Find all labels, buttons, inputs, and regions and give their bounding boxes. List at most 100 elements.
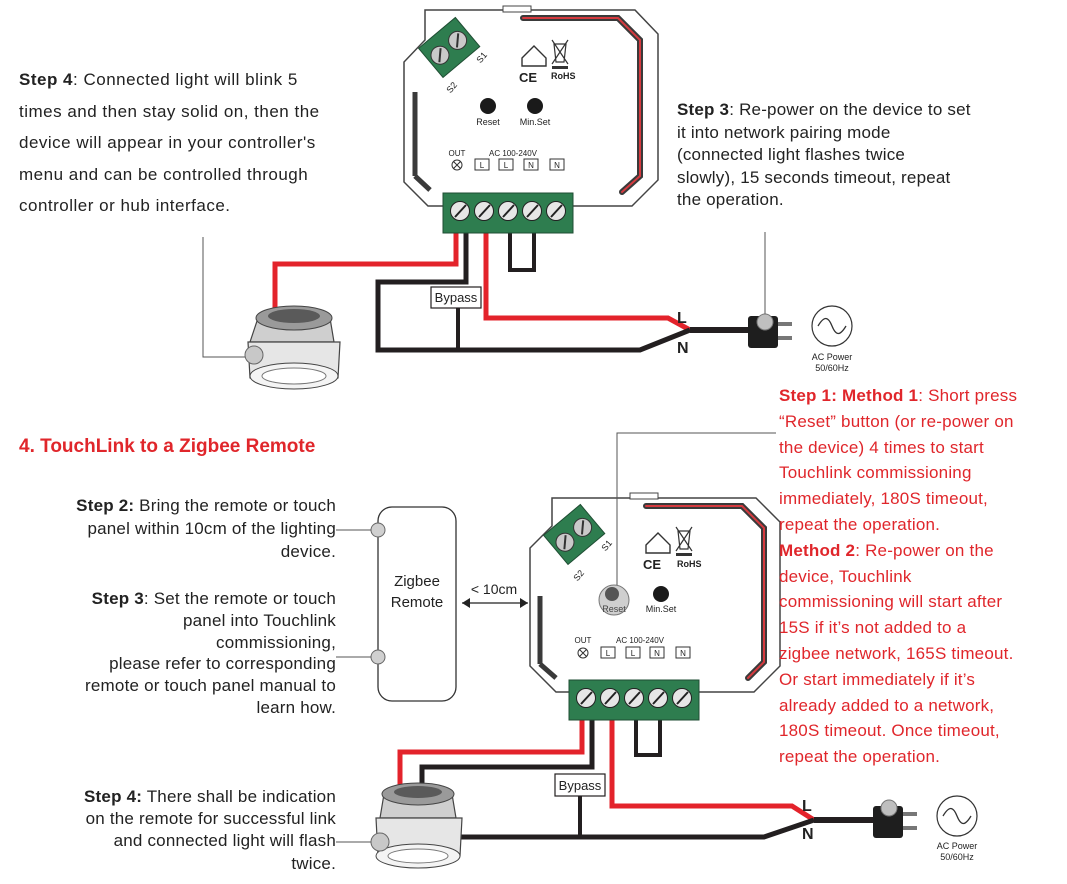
bottom-light-bulb-icon	[370, 782, 463, 869]
bottom-step4-text: Step 4: There shall be indication on the…	[20, 786, 336, 875]
top-step4-line-3: device will appear in your controller's	[19, 133, 316, 152]
step1-reset-pointer	[616, 432, 776, 585]
bottom-home-icon	[645, 532, 671, 554]
top-wiring	[272, 233, 755, 353]
top-step4-line-5: controller or hub interface.	[19, 196, 231, 215]
top-home-icon	[521, 45, 547, 67]
remote-label-line2: Remote	[391, 594, 444, 611]
bottom-terminal-n2: N	[680, 649, 686, 658]
step1-method1-line-2: “Reset” button (or re-power on	[779, 411, 1014, 431]
top-s-terminal	[417, 16, 481, 79]
step1-method2-line-5: zigbee network, 165S timeout.	[779, 643, 1014, 663]
step1-method1-label: Step 1: Method 1	[779, 386, 919, 405]
distance-label: < 10cm	[471, 581, 517, 597]
step1-method1-line-6: repeat the operation.	[779, 514, 941, 534]
bottom-rohs-mark: RoHS	[677, 559, 702, 569]
bottom-minset-label: Min.Set	[646, 604, 677, 614]
bottom-red-wire-light	[397, 720, 585, 790]
top-terminal-n1: N	[528, 161, 534, 170]
bottom-step3-line-4: please refer to corresponding	[109, 654, 336, 674]
top-minset-label: Min.Set	[520, 117, 551, 127]
zigbee-remote-box	[377, 506, 457, 702]
top-ac-power-icon	[811, 305, 853, 347]
bottom-ce-mark: CE	[643, 557, 661, 572]
step1-method1-line-5: immediately, 180S timeout,	[779, 489, 988, 509]
bottom-step2-line-2: panel within 10cm of the lighting	[87, 519, 336, 539]
bottom-terminal-n1: N	[654, 649, 660, 658]
top-ac-power-label: AC Power	[812, 352, 853, 362]
bottom-black-wire-light	[419, 720, 815, 840]
bottom-weee-icon	[675, 526, 693, 552]
top-step3-label: Step 3	[677, 100, 730, 119]
bottom-step4-line-2: on the remote for successful link	[85, 809, 336, 829]
bottom-step3-text: Step 3: Set the remote or touch panel in…	[20, 588, 336, 719]
top-bypass-label: Bypass	[435, 290, 478, 305]
bottom-terminal-l2: L	[631, 649, 636, 658]
bottom-ac-power-label: AC Power	[937, 841, 978, 851]
top-step3-text: Step 3: Re-power on the device to set it…	[677, 99, 1047, 212]
step1-method2-line-1: : Re-power on the	[855, 540, 994, 560]
top-step3-line-5: the operation.	[677, 190, 784, 209]
top-step3-line-4: slowly), 15 seconds timeout, repeat	[677, 167, 951, 187]
top-step4-line-4: menu and can be controlled through	[19, 164, 309, 184]
bottom-step2-line-3: device.	[280, 542, 336, 562]
bottom-ac-range-label: AC 100-240V	[616, 636, 665, 645]
top-step4-pointer	[202, 237, 245, 358]
step1-text: Step 1: Method 1: Short press “Reset” bu…	[779, 383, 1064, 770]
bottom-ac-freq-label: 50/60Hz	[940, 852, 974, 862]
step1-method2-line-3: commissioning will start after	[779, 592, 1003, 612]
step1-method2-line-8: 180S timeout. Once timeout,	[779, 721, 1000, 741]
top-out-label: OUT	[449, 149, 466, 158]
top-neutral-label: N	[677, 340, 689, 357]
bottom-step3-line-1: : Set the remote or touch	[143, 589, 336, 608]
bottom-reset-label: Reset	[602, 604, 626, 614]
bottom-step4-line-3: and connected light will flash	[113, 831, 336, 851]
remote-pointer-dot-1	[370, 522, 386, 538]
bottom-step2-label: Step 2:	[76, 496, 135, 515]
bottom-main-terminal	[568, 679, 700, 721]
step1-method1-line-4: Touchlink commissioning	[779, 463, 972, 483]
top-black-wire-light	[375, 233, 691, 353]
top-weee-icon	[551, 39, 569, 65]
bottom-loop-wire	[634, 720, 662, 757]
remote-pointer-dot-2	[370, 649, 386, 665]
top-red-wire-light	[272, 233, 459, 316]
top-plug	[748, 313, 792, 348]
bottom-plug	[873, 799, 917, 838]
top-terminal-n2: N	[554, 161, 560, 170]
section-heading: 4. TouchLink to a Zigbee Remote	[19, 436, 316, 457]
top-minset-button	[527, 98, 543, 114]
bottom-step3-line-2: panel into Touchlink	[182, 610, 336, 630]
bottom-s-terminal	[542, 503, 606, 566]
step1-method2-line-2: device, Touchlink	[779, 566, 912, 586]
top-reset-label: Reset	[476, 117, 500, 127]
bottom-bypass-label: Bypass	[559, 778, 602, 793]
top-step4-line-2: times and then stay solid on, then the	[19, 101, 320, 121]
top-ac-freq-label: 50/60Hz	[815, 363, 849, 373]
top-device: S1 S2 CE RoHS Reset Min.Set OUT AC 100-2…	[403, 5, 659, 234]
top-step3-line-3: (connected light flashes twice	[677, 145, 906, 164]
top-terminal-l1: L	[480, 161, 485, 170]
top-ce-mark: CE	[519, 70, 537, 85]
bottom-step4-line-1: There shall be indication	[142, 787, 336, 806]
step1-method2-line-6: Or start immediately if it’s	[779, 669, 976, 689]
top-red-wire-line	[483, 233, 692, 333]
bottom-line-label: L	[802, 798, 812, 815]
bottom-step3-label: Step 3	[91, 589, 144, 608]
top-light-bulb-icon	[244, 305, 341, 390]
top-step3-line-2: it into network pairing mode	[677, 122, 891, 142]
bottom-step3-line-6: learn how.	[256, 697, 336, 717]
bottom-step3-line-5: remote or touch panel manual to	[85, 676, 336, 696]
top-step4-line-1: : Connected light will blink 5	[73, 70, 298, 89]
top-ac-range-label: AC 100-240V	[489, 149, 538, 158]
bottom-red-wire-line	[609, 720, 816, 823]
bottom-step4-label: Step 4:	[84, 787, 143, 806]
bottom-step3-line-3: commissioning,	[216, 632, 336, 652]
bottom-out-label: OUT	[575, 636, 592, 645]
step1-method2-label: Method 2	[779, 540, 856, 560]
top-loop-wire	[508, 233, 536, 272]
top-terminal-l2: L	[504, 161, 509, 170]
bottom-step4-line-4: twice.	[291, 853, 336, 873]
bottom-minset-button	[653, 586, 669, 602]
bottom-step2-text: Step 2: Bring the remote or touch panel …	[20, 494, 336, 564]
